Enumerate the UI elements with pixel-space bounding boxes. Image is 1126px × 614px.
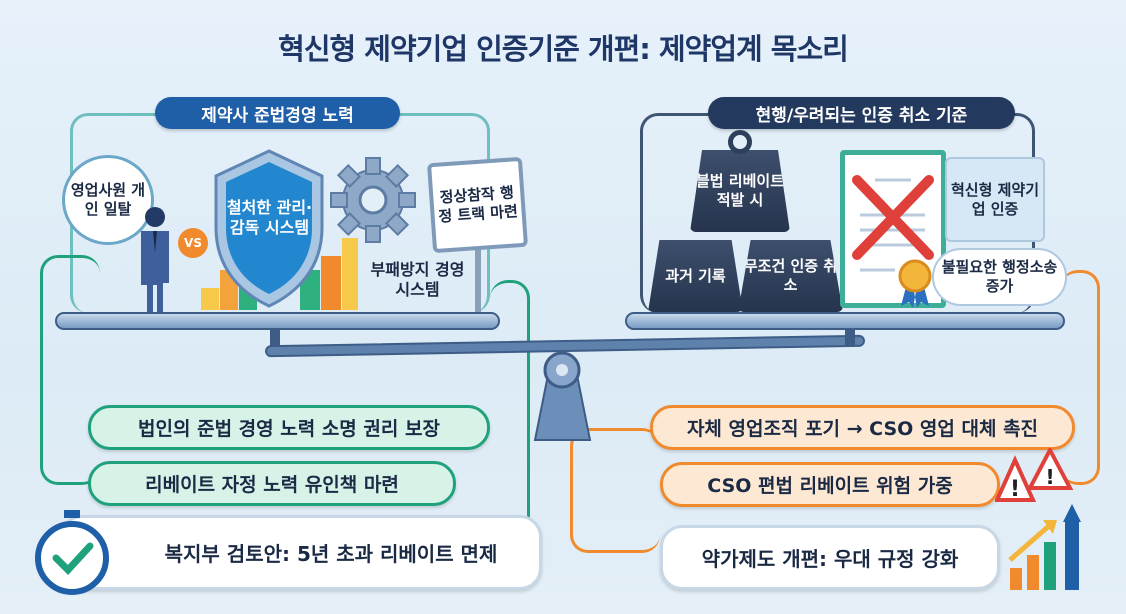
speech-bubble-individual-deviation: 영업사원 개인 일탈 <box>62 155 154 245</box>
sign-pole <box>475 245 481 313</box>
weight-unconditional-revocation: 무조건 인증 취소 <box>738 240 843 312</box>
scale-stand <box>533 351 592 441</box>
weight-past-record: 과거 기록 <box>648 240 743 312</box>
revoked-x-icon <box>852 175 934 272</box>
vs-badge: VS <box>178 228 208 258</box>
businessman-icon <box>141 207 169 315</box>
stopwatch-check-icon <box>35 510 109 595</box>
weight-illegal-rebate: 블법 리베이트 적발 시 <box>690 150 790 232</box>
growth-chart-arrow-icon <box>1008 504 1081 590</box>
point-rebate-incentive: 리베이트 자정 노력 유인책 마련 <box>88 461 456 506</box>
point-drug-pricing-reform: 약가제도 개편: 우대 규정 강화 <box>660 525 1000 590</box>
anti-corruption-label: 부패방지 경영시스템 <box>370 260 465 299</box>
warning-icon: !! <box>995 448 1074 502</box>
point-cso-substitution: 자체 영업조직 포기 → CSO 영업 대체 촉진 <box>650 405 1075 450</box>
left-connector <box>40 255 100 485</box>
sign-leniency-track: 정상참작 행정 트랙 마련 <box>426 156 529 254</box>
innovative-pharma-certification-label: 혁신형 제약기업 인증 <box>945 157 1045 242</box>
point-compliance-defense-right: 법인의 준법 경영 노력 소명 권리 보장 <box>88 405 490 450</box>
weight-ring <box>728 130 752 154</box>
right-connector <box>1060 270 1100 485</box>
award-ribbon-icon <box>898 259 932 308</box>
scale-hanger-left <box>270 328 280 346</box>
scale-hanger-right <box>845 328 855 346</box>
point-cso-rebate-risk: CSO 편법 리베이트 위험 가중 <box>660 462 1000 507</box>
shield-icon <box>214 149 324 308</box>
svg-text:!: ! <box>1045 465 1054 489</box>
page-title: 혁신형 제약기업 인증기준 개편: 제약업계 목소리 <box>278 32 849 66</box>
left-header: 제약사 준법경영 노력 <box>155 97 400 129</box>
shield-label: 철처한 관리·감독 시스템 <box>226 197 313 237</box>
speech-bubble-lawsuits: 불필요한 행정소송 증가 <box>932 248 1067 306</box>
svg-text:!: ! <box>1010 477 1020 502</box>
right-header: 현행/우려되는 인증 취소 기준 <box>708 97 1015 129</box>
right-connector-2 <box>570 428 660 553</box>
point-ministry-review: 복지부 검토안: 5년 초과 리베이트 면제 <box>60 515 542 590</box>
gear-icon <box>330 157 416 243</box>
